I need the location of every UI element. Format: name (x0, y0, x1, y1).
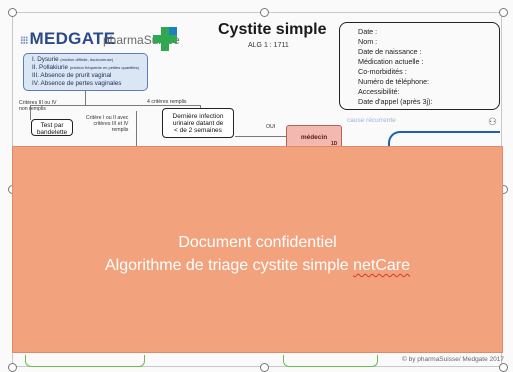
overlay-title: Document confidentiel (178, 234, 337, 251)
symptom-item: III. Absence de prurit vaginal (32, 72, 112, 79)
algorithm-id: ALG 1 : 1711 (248, 42, 289, 49)
symptom-item: I. Dysurie (miction difficile, douloureu… (32, 56, 114, 63)
copyright-footer: © by pharmaSuisse/ Medgate 2017 (402, 356, 504, 363)
medgate-logo: ⁝⁝⁝MEDGATE (20, 29, 116, 48)
symptom-item: II. Pollakiurie (miction fréquente en pe… (32, 64, 139, 71)
resize-handle-top-right[interactable] (499, 8, 508, 17)
symptom-criteria-box: I. Dysurie (miction difficile, douloureu… (23, 53, 148, 91)
faded-note: cause récurrente (347, 117, 396, 124)
resize-handle-bottom-left[interactable] (8, 363, 17, 372)
resize-handle-top-left[interactable] (8, 8, 17, 17)
flow-connector (136, 111, 137, 147)
patient-info-box: Date : Nom : Date de naissance : Médicat… (339, 22, 500, 110)
info-field: Médication actuelle : (358, 57, 424, 66)
bottom-flow-box (283, 355, 378, 367)
symptom-item: IV. Absence de pertes vaginales (32, 80, 122, 87)
criteria-four-label: 4 critères remplis (147, 99, 187, 105)
person-icon: ⚇ (488, 117, 497, 128)
medecin-code: 1D (331, 141, 338, 147)
info-field: Accessibilité: (358, 87, 400, 96)
overlay-subtitle: Algorithme de triage cystite simple netC… (104, 257, 411, 274)
flow-connector (30, 105, 200, 106)
info-field: Nom : (358, 37, 378, 46)
info-field: Date : (358, 27, 378, 36)
oui-label: OUI (266, 124, 276, 130)
info-field: Numéro de téléphone: (358, 77, 430, 86)
flow-connector (235, 136, 287, 137)
flow-connector (85, 91, 86, 105)
flow-connector (30, 105, 31, 120)
flow-connector (200, 105, 201, 108)
resize-handle-top-center[interactable] (260, 8, 269, 17)
resize-handle-bottom-right[interactable] (499, 363, 508, 372)
page-title: Cystite simple (218, 21, 327, 38)
info-field: Date d'appel (après 3j): (358, 97, 433, 106)
info-field: Date de naissance : (358, 47, 422, 56)
resize-handle-bottom-center[interactable] (260, 363, 269, 372)
bottom-flow-box (25, 355, 145, 367)
confidential-overlay: Document confidentiel Algorithme de tria… (12, 146, 503, 353)
info-field: Co-morbidités : (358, 67, 407, 76)
pharmacy-cross-icon (153, 27, 177, 51)
